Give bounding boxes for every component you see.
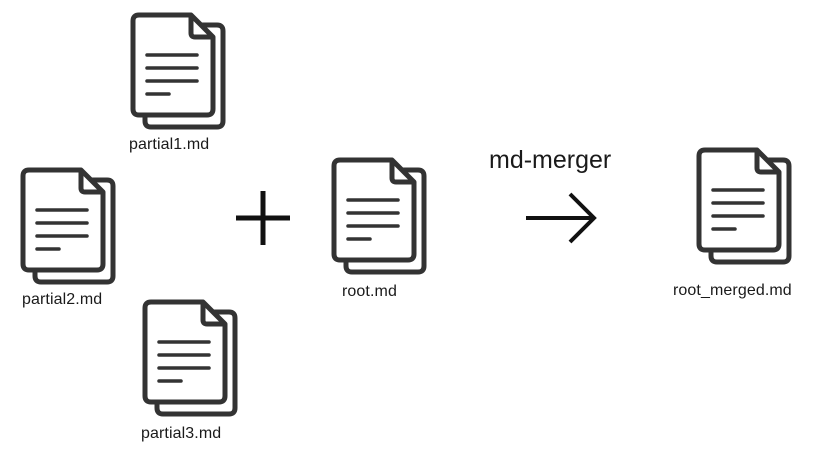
file-root-merged bbox=[697, 148, 791, 266]
file-label-root: root.md bbox=[342, 283, 397, 300]
file-label-partial1: partial1.md bbox=[129, 136, 210, 153]
file-label-partial2: partial2.md bbox=[22, 291, 103, 308]
file-partial2 bbox=[21, 168, 115, 286]
document-icon bbox=[131, 13, 225, 131]
document-icon bbox=[332, 158, 426, 276]
document-icon bbox=[697, 148, 791, 266]
tool-name: md-merger bbox=[489, 146, 612, 174]
file-partial3 bbox=[143, 300, 237, 418]
arrow-right-icon bbox=[524, 190, 600, 248]
file-label-partial3: partial3.md bbox=[141, 425, 222, 442]
file-partial1 bbox=[131, 13, 225, 131]
file-label-root-merged: root_merged.md bbox=[673, 282, 792, 299]
document-icon bbox=[21, 168, 115, 286]
plus-icon bbox=[233, 188, 293, 248]
file-root bbox=[332, 158, 426, 276]
document-icon bbox=[143, 300, 237, 418]
